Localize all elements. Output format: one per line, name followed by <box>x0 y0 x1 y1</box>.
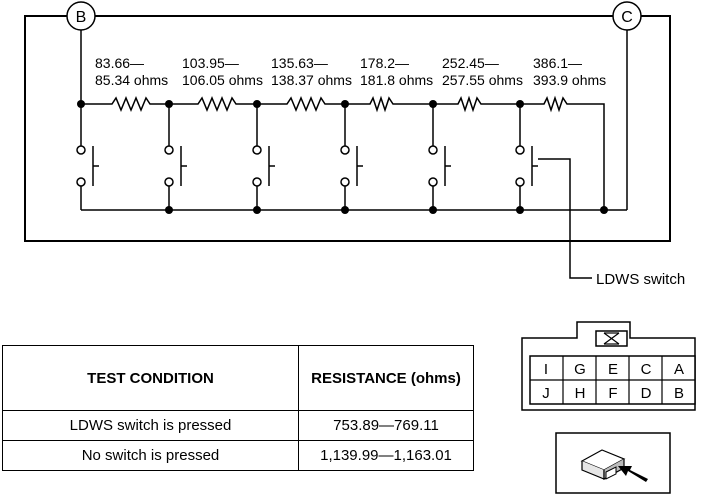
pin-e: E <box>608 361 618 378</box>
junction-dots <box>77 100 608 214</box>
switch-3 <box>252 104 275 210</box>
header-resistance: RESISTANCE (ohms) <box>298 345 474 411</box>
switch-5 <box>428 104 451 210</box>
pin-c: C <box>641 361 652 378</box>
resistor-5-low: 252.45— <box>442 55 499 71</box>
pin-b: B <box>674 385 684 402</box>
switch-6 <box>515 104 538 210</box>
pin-h: H <box>575 385 586 402</box>
connector-view-icon <box>555 432 671 494</box>
switch-1 <box>76 104 99 210</box>
resistor-1-high: 85.34 ohms <box>95 72 168 88</box>
pin-d: D <box>641 385 652 402</box>
resistor-3-high: 138.37 ohms <box>271 72 352 88</box>
pin-a: A <box>674 361 684 378</box>
resistor-labels: 83.66— 85.34 ohms 103.95— 106.05 ohms 13… <box>95 55 606 88</box>
terminal-b: B <box>66 1 96 31</box>
table-row: LDWS switch is pressed 753.89—769.11 <box>2 410 474 441</box>
resistor-3-low: 135.63— <box>271 55 328 71</box>
header-test-condition: TEST CONDITION <box>2 345 299 411</box>
switch-2 <box>164 104 187 210</box>
resistor-2-low: 103.95— <box>182 55 239 71</box>
resistor-1-low: 83.66— <box>95 55 144 71</box>
diagram-frame <box>24 15 671 242</box>
connector-diagram: I G E C A J H F D B <box>521 321 696 411</box>
table-header-row: TEST CONDITION RESISTANCE (ohms) <box>2 345 474 411</box>
table-cell: 753.89—769.11 <box>298 410 474 441</box>
resistor-4-low: 178.2— <box>360 55 409 71</box>
ldws-leader-line <box>538 158 592 279</box>
switch-branches <box>76 104 592 279</box>
pin-i: I <box>544 361 548 378</box>
resistor-5-high: 257.55 ohms <box>442 72 523 88</box>
pin-f: F <box>608 385 617 402</box>
table-cell: LDWS switch is pressed <box>2 410 299 441</box>
table-row: No switch is pressed 1,139.99—1,163.01 <box>2 440 474 471</box>
terminal-c-label: C <box>621 9 633 26</box>
table-cell: 1,139.99—1,163.01 <box>298 440 474 471</box>
table-cell: No switch is pressed <box>2 440 299 471</box>
resistor-4-high: 181.8 ohms <box>360 72 433 88</box>
resistor-6-high: 393.9 ohms <box>533 72 606 88</box>
pin-g: G <box>574 361 586 378</box>
switch-4 <box>340 104 363 210</box>
terminal-b-label: B <box>76 9 87 26</box>
ldws-switch-label: LDWS switch <box>596 271 685 288</box>
pin-j: J <box>542 385 550 402</box>
resistor-6-low: 386.1— <box>533 55 582 71</box>
terminal-c: C <box>612 1 642 31</box>
resistor-2-high: 106.05 ohms <box>182 72 263 88</box>
view-direction-arrow <box>618 466 648 482</box>
resistance-table: TEST CONDITION RESISTANCE (ohms) LDWS sw… <box>2 345 474 471</box>
